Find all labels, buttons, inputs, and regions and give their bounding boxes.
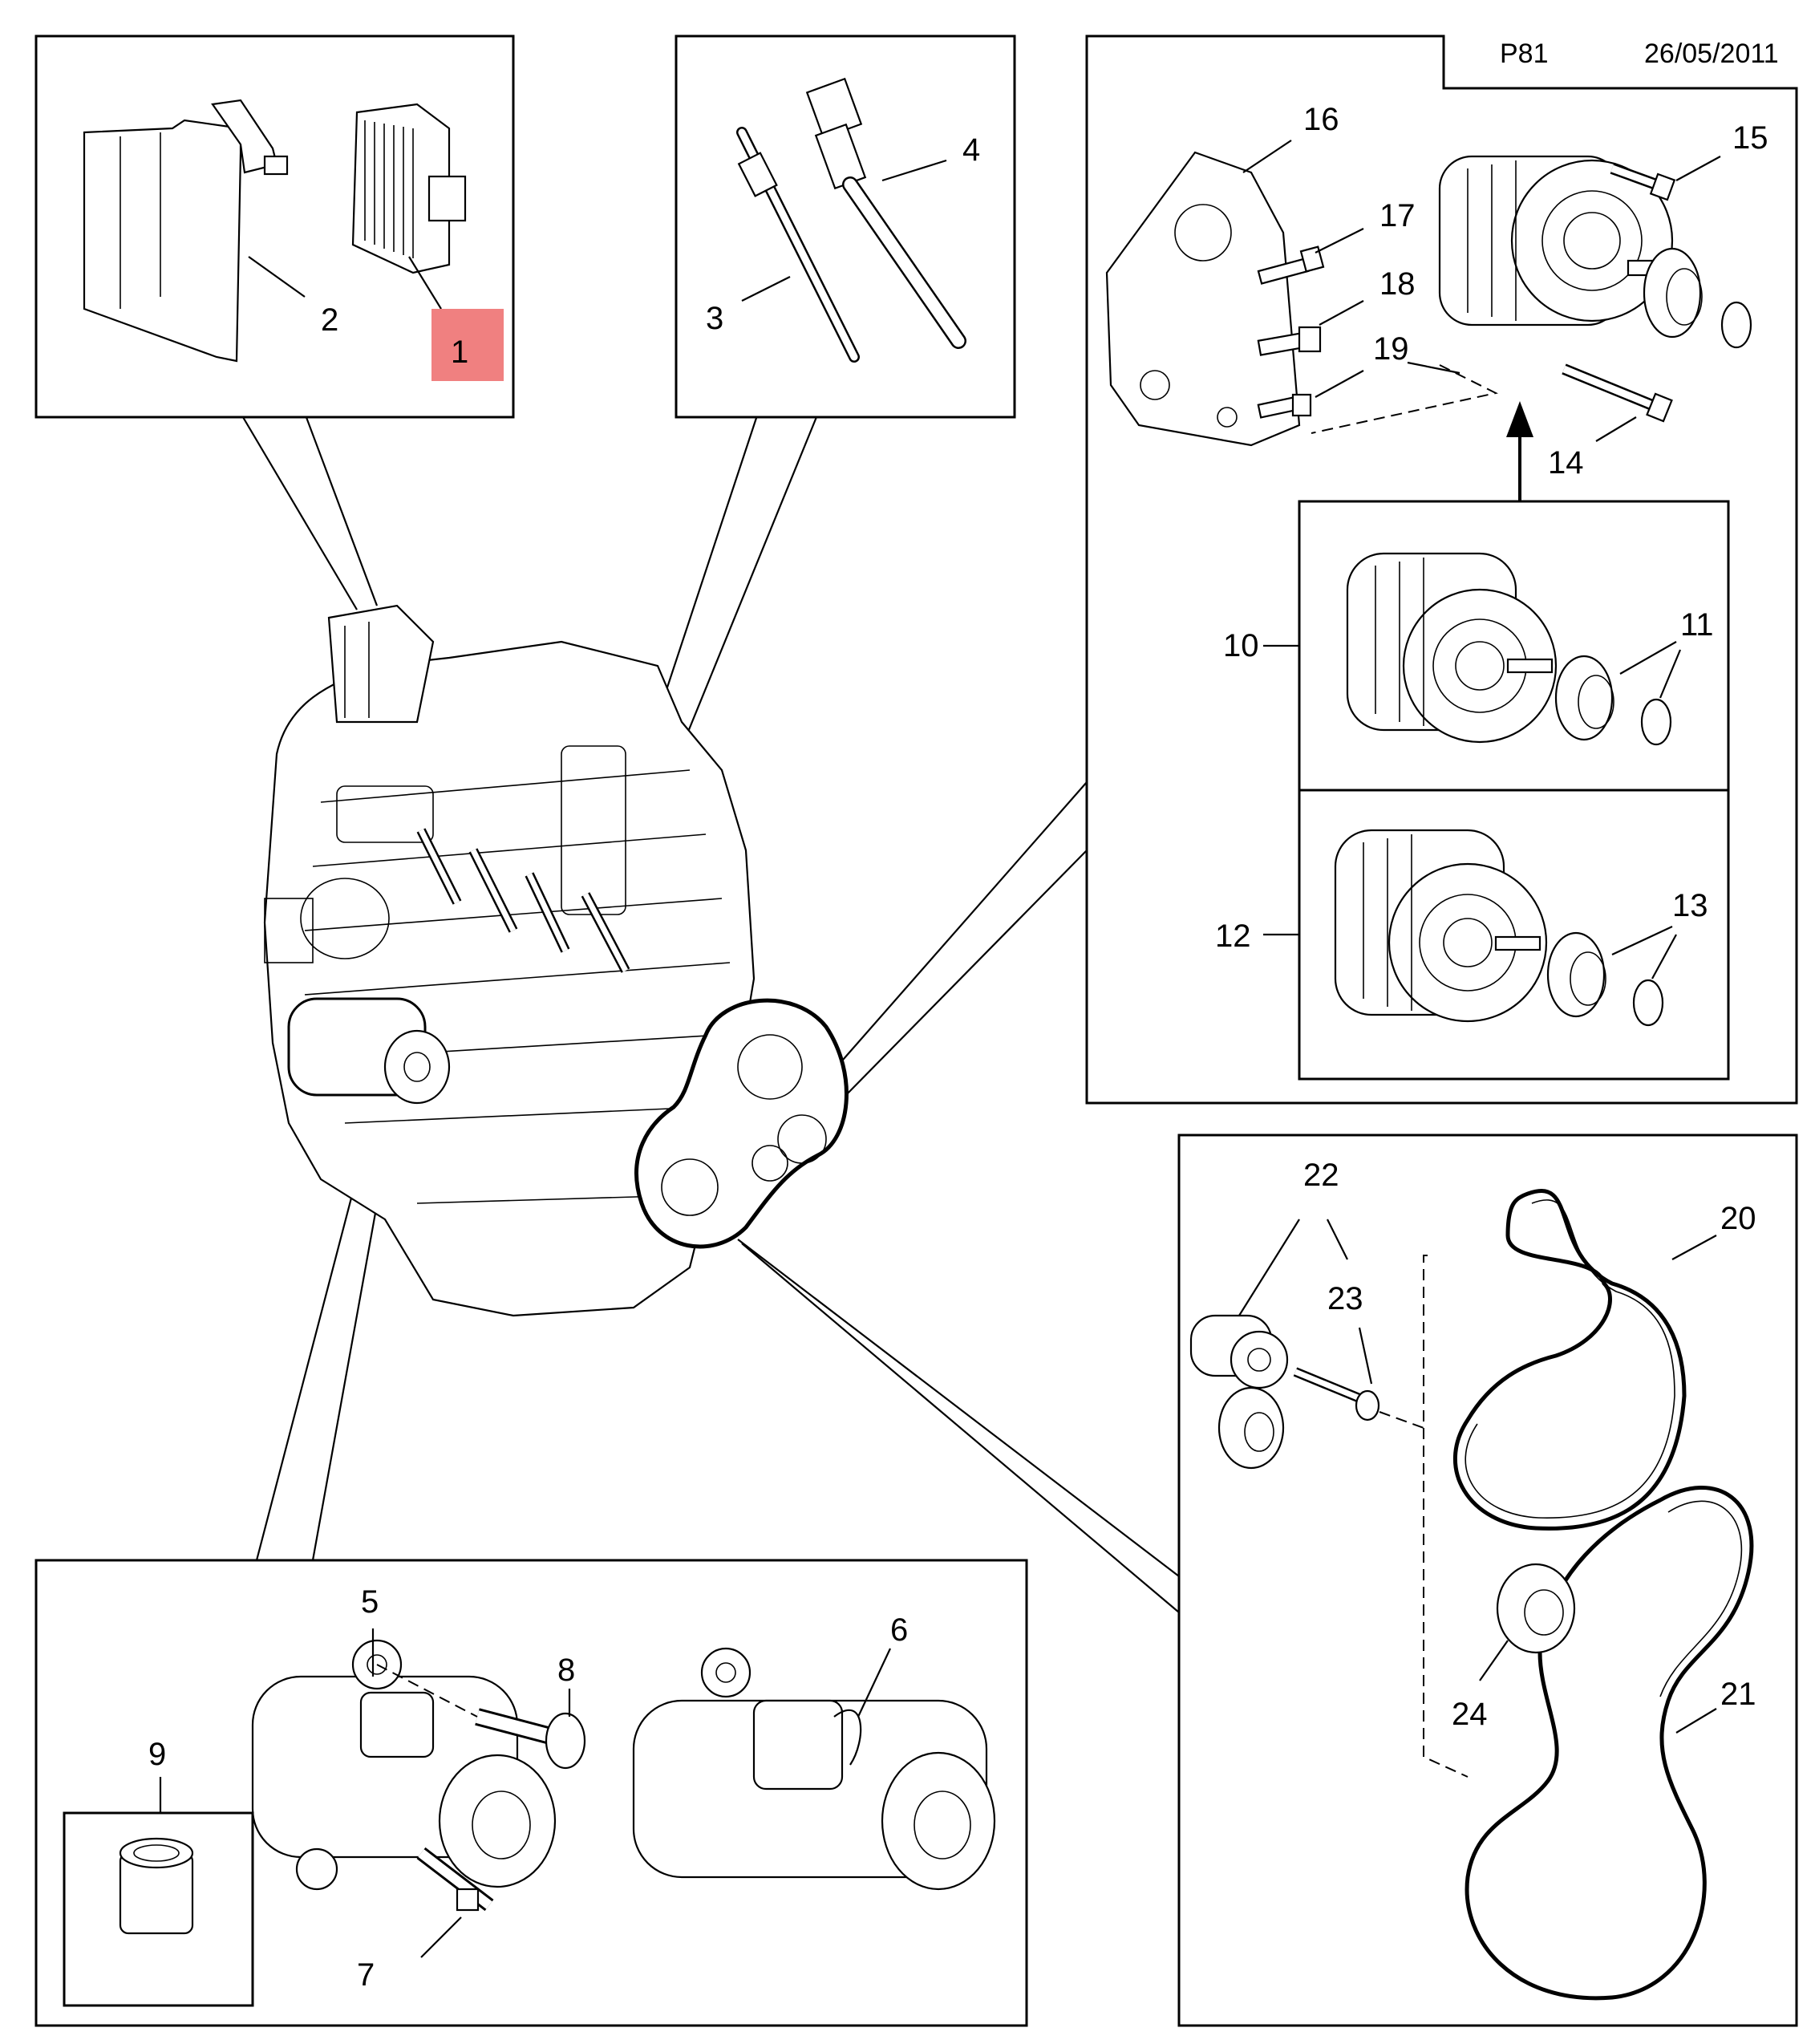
- alternator-assembly-drawing: [1438, 155, 1752, 349]
- alternator-12-drawing: [1334, 829, 1664, 1027]
- callout-5: 5: [361, 1584, 379, 1620]
- callout-13: 13: [1672, 888, 1708, 923]
- callout-20: 20: [1720, 1201, 1756, 1236]
- callout-3: 3: [706, 301, 723, 336]
- starter-6-drawing: [632, 1647, 996, 1891]
- starter-stud-7-drawing: [416, 1847, 494, 1912]
- callout-16: 16: [1303, 102, 1339, 137]
- callout-11: 11: [1680, 607, 1714, 643]
- callout-1: 1: [451, 335, 468, 370]
- ecu-bracket-drawing: [83, 99, 289, 363]
- leader-1: [408, 256, 442, 310]
- callout-18: 18: [1379, 266, 1416, 302]
- alternator-10-drawing: [1346, 552, 1672, 746]
- callout-2: 2: [321, 302, 338, 338]
- engine-belt-drive-location: [634, 998, 849, 1249]
- callout-22: 22: [1303, 1158, 1339, 1193]
- callout-4: 4: [962, 132, 980, 168]
- belt-21-drawing: [1465, 1486, 1754, 2001]
- callout-12: 12: [1215, 919, 1251, 954]
- panel-alternator: P81 26/05/2011: [1085, 34, 1798, 1105]
- callout-10: 10: [1223, 628, 1259, 663]
- panel-glow-plugs: 3 4: [675, 34, 1016, 419]
- starter-bolt-8-drawing: [475, 1708, 586, 1770]
- leader-3: [741, 276, 791, 302]
- belt-20-drawing: [1452, 1189, 1687, 1531]
- page-code: P81: [1500, 39, 1549, 69]
- tensioner-drawing: [1189, 1314, 1380, 1470]
- callout-23: 23: [1327, 1281, 1363, 1316]
- glow-plug-4-drawing: [805, 77, 966, 349]
- panel-ecu: 2 1: [34, 34, 515, 419]
- panel-starter: 5 6 7 8 9: [34, 1559, 1028, 2027]
- callout-1-highlight: [431, 309, 504, 381]
- bushing-9-drawing: [119, 1837, 194, 1935]
- callout-9: 9: [148, 1737, 166, 1772]
- engine-glow-plug-locations: [416, 828, 630, 973]
- ecu-module-drawing: [351, 103, 467, 274]
- engine-assembly-drawing: [263, 604, 849, 1317]
- page-date: 26/05/2011: [1644, 39, 1779, 69]
- panel-leader-lines: [240, 412, 1180, 1613]
- callout-17: 17: [1379, 198, 1416, 233]
- callout-24: 24: [1452, 1697, 1488, 1732]
- alternator-bracket-drawing: [1105, 151, 1301, 447]
- callout-19: 19: [1373, 331, 1409, 367]
- bushing-9-panel: [63, 1811, 254, 2007]
- callout-6: 6: [890, 1612, 908, 1648]
- panel-belts: 22 23 20 24 21: [1177, 1134, 1798, 2027]
- callout-8: 8: [557, 1653, 575, 1688]
- callout-7: 7: [357, 1957, 375, 1993]
- leader-4: [881, 159, 947, 182]
- callout-21: 21: [1720, 1677, 1756, 1712]
- engine-ecu-location: [327, 604, 435, 724]
- leader-2: [248, 256, 306, 298]
- bracket-bolts-drawing: [1257, 245, 1325, 419]
- callout-14: 14: [1548, 445, 1584, 481]
- engine-starter-location: [287, 997, 451, 1105]
- callout-15: 15: [1732, 120, 1768, 156]
- alternator-bolts-drawing: [1562, 163, 1676, 423]
- idler-pulley-24-drawing: [1496, 1563, 1576, 1654]
- glow-plug-3-drawing: [736, 127, 860, 363]
